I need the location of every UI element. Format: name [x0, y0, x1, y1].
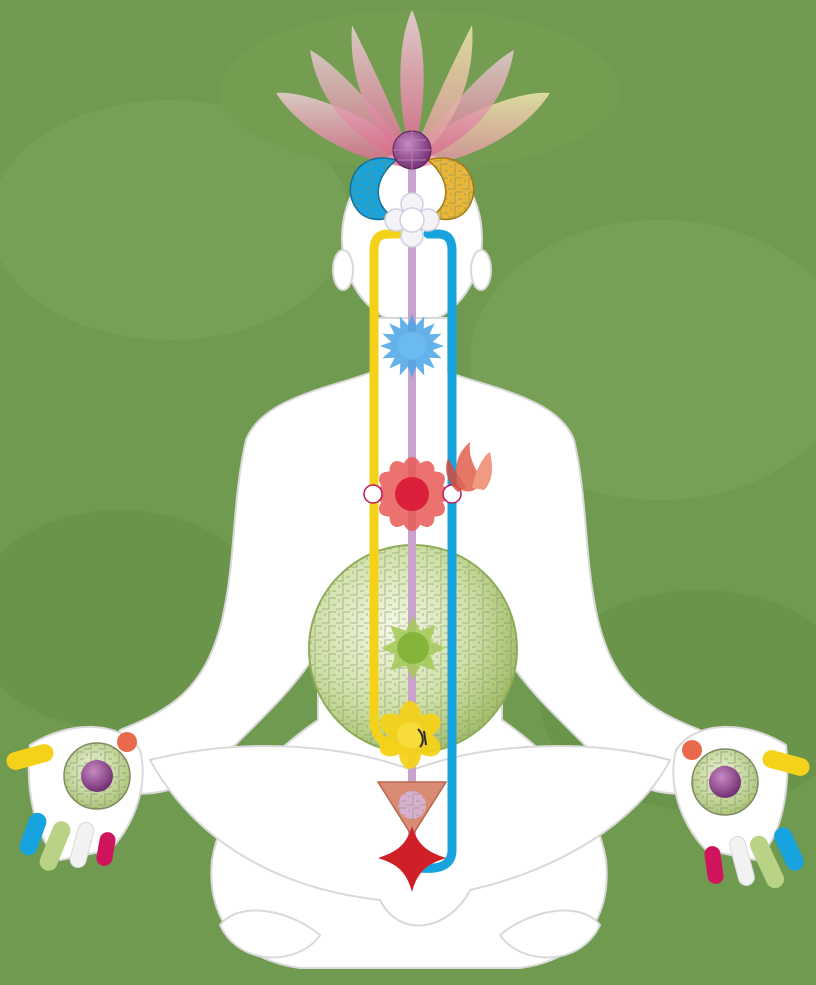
palm-orb-icon — [64, 743, 130, 809]
palm-orb-icon — [692, 749, 758, 815]
left-node-ring — [364, 485, 382, 503]
solar-flower-icon — [381, 616, 445, 680]
crown-orb-icon — [393, 131, 431, 169]
